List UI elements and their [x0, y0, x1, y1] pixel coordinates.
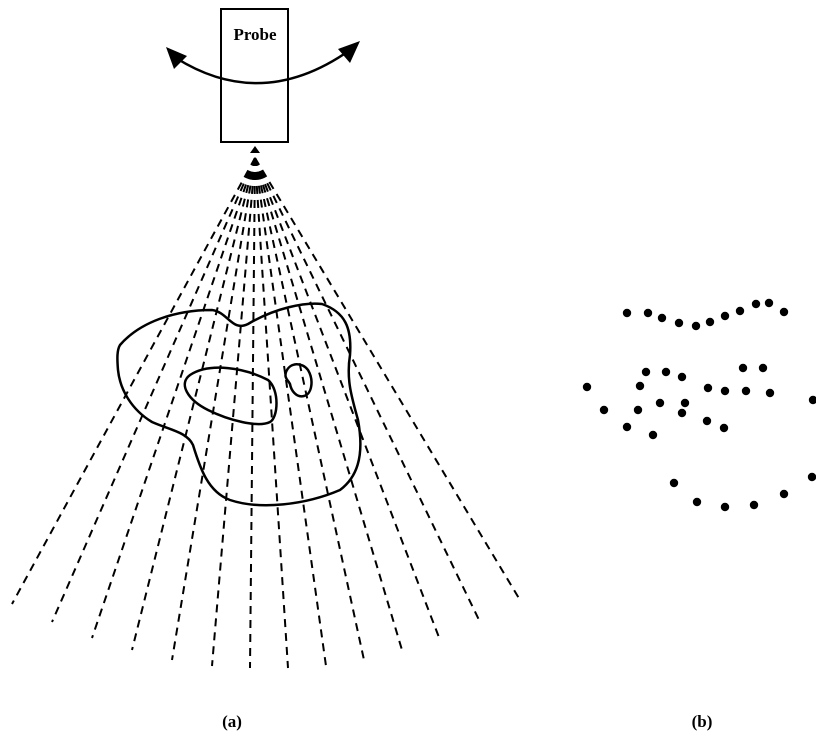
echo-point — [720, 502, 730, 512]
echo-point — [764, 298, 774, 308]
scan-beam — [51, 157, 256, 623]
echo-point — [661, 367, 671, 377]
echo-point — [735, 306, 745, 316]
echo-point — [677, 372, 687, 382]
caption-a: (a) — [222, 712, 242, 731]
echo-point — [692, 497, 702, 507]
panel-b: (b) — [582, 298, 816, 731]
echo-point — [719, 423, 729, 433]
echo-point — [705, 317, 715, 327]
echo-point — [691, 321, 701, 331]
echo-point — [807, 472, 816, 482]
echo-point — [657, 313, 667, 323]
scan-beam — [249, 157, 256, 669]
probe-label: Probe — [233, 25, 277, 44]
transducer-tip — [250, 146, 260, 153]
echo-point — [677, 408, 687, 418]
echo-point — [720, 386, 730, 396]
rotation-arrowhead-left-icon — [166, 47, 187, 69]
panel-a: Probe (a) — [11, 8, 521, 731]
echo-point — [622, 422, 632, 432]
echo-point — [765, 388, 775, 398]
echo-points — [582, 298, 816, 512]
scan-beams — [11, 157, 521, 669]
scan-beam — [254, 157, 403, 651]
echo-point — [622, 308, 632, 318]
echo-point — [749, 500, 759, 510]
echo-point — [758, 363, 768, 373]
scan-beam — [254, 157, 441, 641]
scan-beam — [254, 157, 289, 669]
scan-beam — [211, 157, 256, 667]
echo-point — [680, 398, 690, 408]
echo-point — [641, 367, 651, 377]
echo-point — [751, 299, 761, 309]
echo-point — [643, 308, 653, 318]
probe-box — [220, 8, 289, 143]
echo-point — [648, 430, 658, 440]
scan-beam — [254, 157, 521, 601]
echo-point — [779, 307, 789, 317]
echo-point — [669, 478, 679, 488]
echo-point — [674, 318, 684, 328]
echo-point — [655, 398, 665, 408]
scan-beam — [11, 157, 256, 605]
echo-point — [741, 386, 751, 396]
echo-point — [738, 363, 748, 373]
scan-beam — [254, 157, 327, 667]
echo-point — [779, 489, 789, 499]
scan-beam — [254, 157, 365, 661]
scan-beam — [171, 157, 256, 661]
rotation-arrowhead-right-icon — [338, 41, 360, 63]
scan-beam — [91, 157, 256, 639]
echo-point — [635, 381, 645, 391]
object-inner-contour-large — [183, 366, 278, 426]
echo-point — [702, 416, 712, 426]
object-outer-contour — [116, 302, 362, 507]
rotation-arc — [175, 48, 351, 85]
echo-point — [720, 311, 730, 321]
scan-beam — [254, 157, 481, 623]
echo-point — [633, 405, 643, 415]
scan-beam — [131, 157, 256, 651]
object-inner-contour-small — [284, 363, 313, 398]
echo-point — [599, 405, 609, 415]
caption-b: (b) — [692, 712, 713, 731]
echo-point — [808, 395, 816, 405]
echo-point — [703, 383, 713, 393]
echo-point — [582, 382, 592, 392]
